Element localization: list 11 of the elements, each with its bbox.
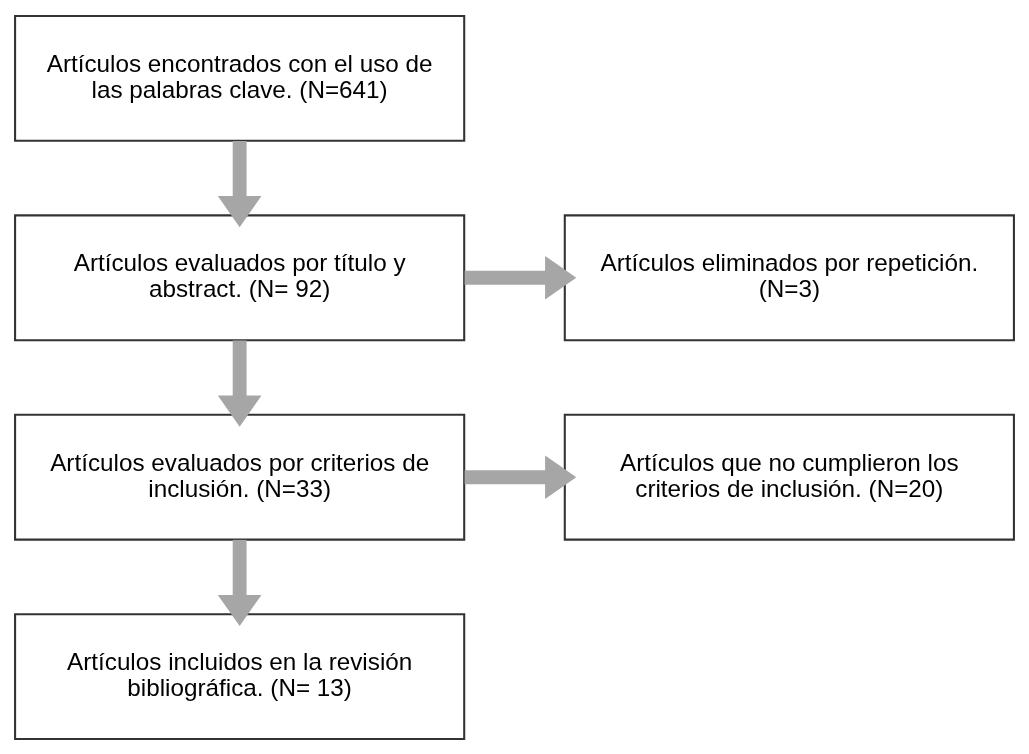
- node-box: Artículos evaluados por criterios de inclusión. (N=33): [14, 413, 466, 541]
- arrow: [217, 339, 262, 427]
- arrow: [217, 140, 262, 227]
- arrow: [217, 539, 262, 626]
- arrow: [464, 255, 577, 300]
- node-box: Artículos evaluados por título y abstract. (N= 92): [14, 213, 466, 341]
- node-box: Artículos encontrados con el uso de las palabras clave. (N=641): [14, 14, 466, 142]
- node-box: Artículos que no cumplieron los criterios de inclusión. (N=20): [563, 413, 1015, 541]
- arrow: [464, 454, 577, 499]
- node-box: Artículos incluidos en la revisión bibliográfica. (N= 13): [14, 612, 466, 740]
- node-box: Artículos eliminados por repetición. (N=3): [563, 213, 1015, 341]
